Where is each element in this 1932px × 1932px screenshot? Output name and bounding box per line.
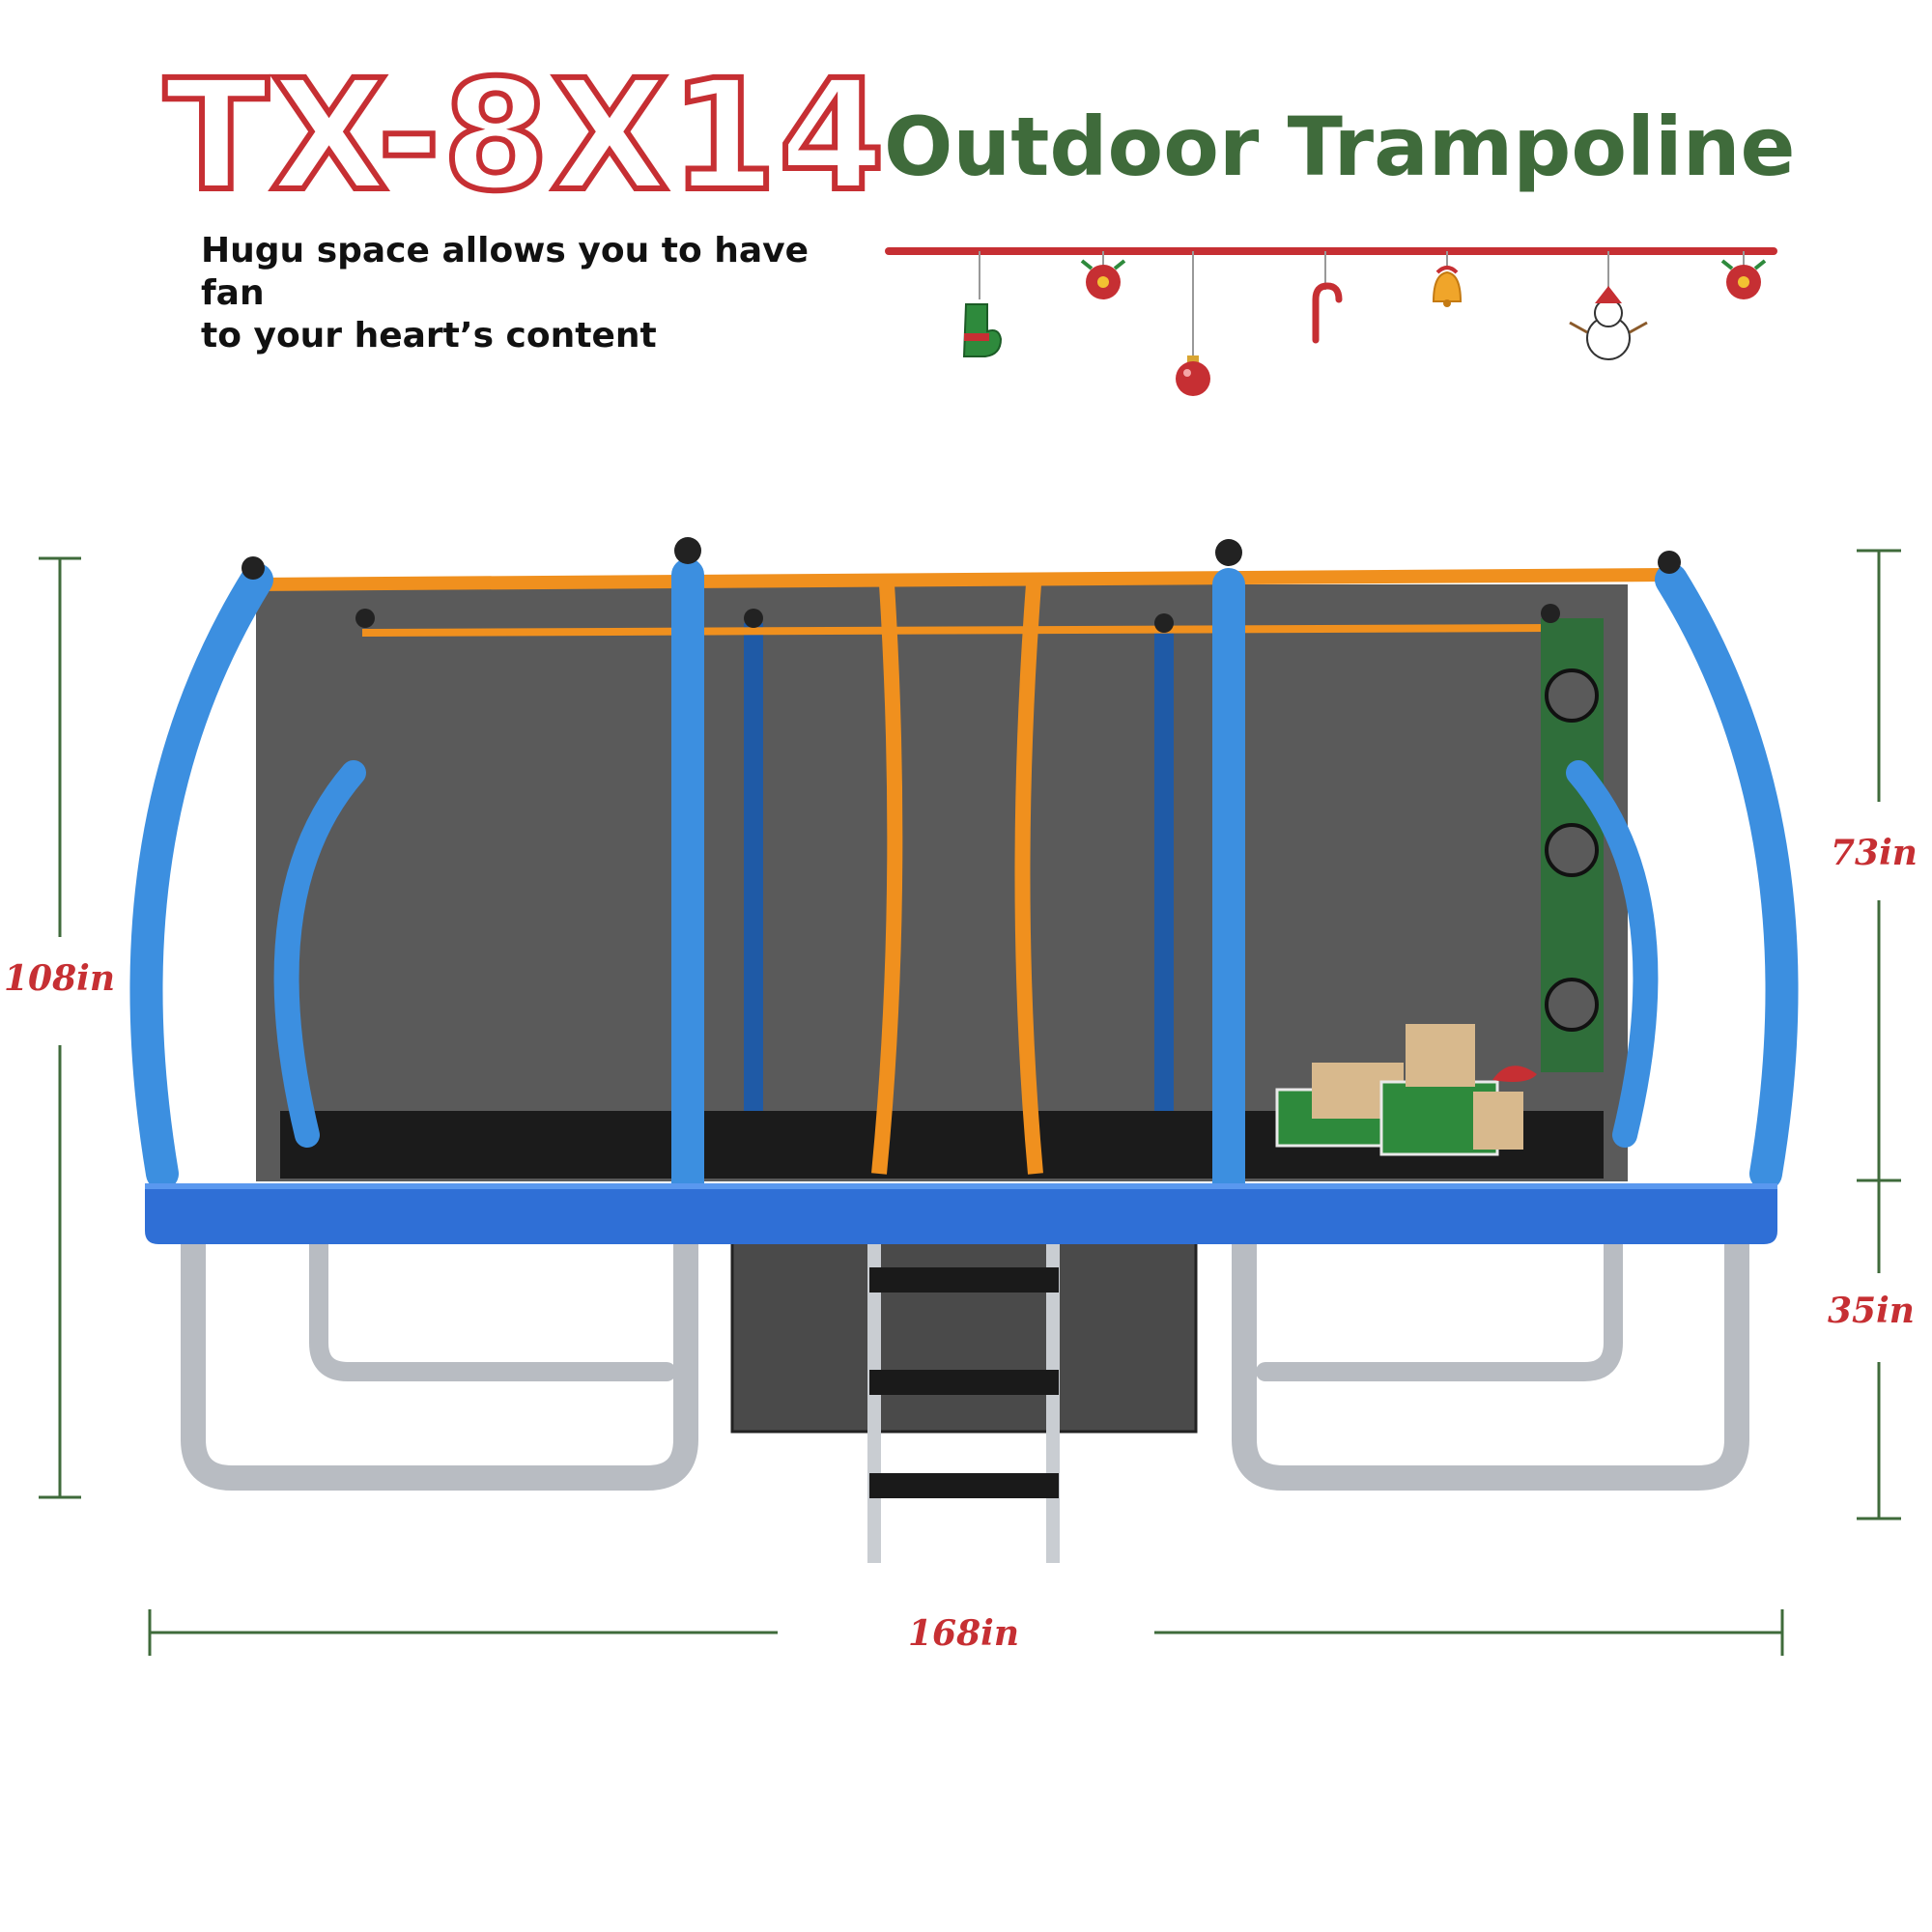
- tagline-line-2: to your heart’s content: [201, 316, 657, 355]
- frame-height-label: 35in: [1828, 1291, 1915, 1331]
- total-height-label: 108in: [4, 958, 115, 999]
- model-title: TX-8X14: [161, 47, 888, 225]
- outer-poles: [129, 563, 1799, 1190]
- ornament-icon: [1176, 355, 1210, 396]
- steel-frame: [181, 1214, 1749, 1491]
- net-height-label: 73in: [1831, 833, 1918, 873]
- gift-boxes: [1275, 1024, 1537, 1156]
- christmas-garland: [885, 247, 1777, 396]
- tagline-line-1: Hugu space allows you to have fan: [201, 231, 810, 313]
- bell-icon: [1432, 266, 1463, 307]
- snowman-icon: [1569, 286, 1648, 360]
- length-label: 168in: [908, 1613, 1019, 1654]
- mitten-icon: [962, 303, 1003, 357]
- poinsettia-icon: [1080, 259, 1126, 299]
- candy-cane-icon: [1312, 282, 1343, 344]
- poinsettia-icon: [1720, 259, 1767, 299]
- ladder: [867, 1222, 1060, 1563]
- tagline: Hugu space allows you to have fan to you…: [201, 230, 877, 357]
- pole-caps: [242, 537, 1681, 633]
- storage-bag: [730, 1227, 1198, 1434]
- safety-pad: [145, 1186, 1777, 1244]
- dimension-lines: [39, 549, 1901, 1656]
- top-rails: [252, 568, 1667, 1175]
- product-name: Outdoor Trampoline: [884, 99, 1796, 194]
- target-panel: [1541, 618, 1604, 1072]
